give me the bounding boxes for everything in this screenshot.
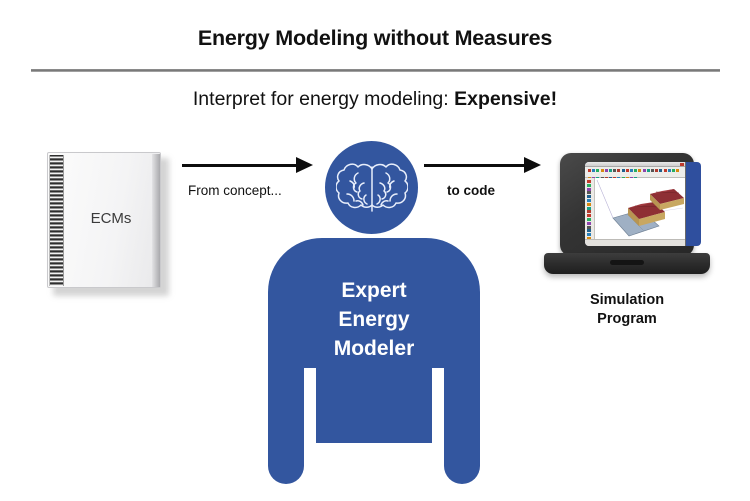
notebook-label: ECMs (90, 210, 132, 227)
subtitle-emphasis: Expensive! (454, 88, 558, 110)
cad-sidebar-icon (587, 206, 591, 210)
subtitle-prefix: Interpret for energy modeling: (192, 88, 455, 110)
cad-toolbar-icon (667, 168, 671, 172)
cad-sidebar-icon (587, 187, 591, 191)
cad-sidebar-icon (587, 202, 591, 206)
cad-toolbar-icon (651, 168, 654, 172)
cad-toolbar-icon (634, 168, 638, 172)
cad-toolbar-icon (625, 168, 629, 172)
cad-toolbar-icon (638, 168, 642, 172)
arrow-shaft (424, 164, 526, 167)
brain-icon (325, 141, 418, 234)
cad-sidebar-icon (587, 183, 591, 187)
laptop-base (544, 253, 710, 274)
cad-toolbar-icon (676, 168, 680, 172)
title-divider (31, 69, 720, 72)
arrow-label-from-concept: From concept... (188, 183, 282, 198)
cad-toolbar-icon (609, 168, 612, 172)
cad-toolbar-icon (630, 168, 633, 172)
close-icon (680, 162, 684, 166)
figure-label-line-2: Energy (338, 308, 410, 331)
figure-arm-left (268, 358, 304, 484)
cad-canvas (595, 178, 685, 240)
cad-toolbar-icon (617, 168, 621, 172)
figure-shoulders (268, 238, 480, 368)
cad-titlebar (585, 162, 685, 167)
cad-application-window (585, 162, 686, 246)
page-title: Energy Modeling without Measures (197, 26, 553, 50)
cad-toolbar-icon (655, 168, 659, 172)
cad-toolbar-icon (663, 168, 667, 172)
cad-toolbar-icon (642, 168, 646, 172)
figure-label: Expert Energy Modeler (268, 276, 480, 363)
cad-sidebar-icon (587, 233, 591, 237)
laptop-caption: Simulation Program (527, 291, 727, 329)
cad-sidebar-icon (587, 210, 591, 214)
cad-sidebar-icon (587, 225, 591, 229)
arrow-head (296, 157, 313, 173)
page-subtitle: Interpret for energy modeling: Expensive… (0, 88, 750, 111)
cad-sidebar-icon (587, 229, 591, 233)
cad-toolbar-icon (600, 168, 604, 172)
cad-sidebar-icon (587, 199, 591, 202)
cad-sidebar-icon (587, 191, 591, 195)
cad-toolbar-icon (621, 168, 625, 172)
cad-toolbar-icon (659, 168, 663, 172)
notebook-cover (47, 152, 161, 288)
cad-3d-model (596, 179, 684, 237)
laptop-lid (560, 153, 701, 256)
arrow-from-concept-icon (182, 156, 314, 176)
laptop-trackpad-notch (610, 260, 644, 265)
arrow-label-to-code: to code (447, 183, 496, 198)
person-figure-icon: Expert Energy Modeler (268, 238, 480, 488)
laptop-caption-line-2: Program (597, 311, 657, 327)
notebook-page-edge (152, 154, 160, 287)
cad-toolbar-icon (588, 168, 591, 172)
cad-sidebar-toolbar (585, 178, 595, 240)
cad-status-bar (585, 239, 685, 246)
cad-toolbar (585, 167, 685, 180)
cad-toolbar-icon (646, 168, 650, 172)
cad-toolbar-icon (604, 168, 608, 172)
laptop-screen (585, 162, 701, 246)
cad-sidebar-icon (587, 221, 591, 225)
cad-toolbar-icon (596, 168, 600, 172)
figure-torso (316, 358, 432, 443)
cad-sidebar-icon (587, 237, 591, 240)
arrow-to-code-icon (424, 156, 542, 176)
cad-sidebar-icon (587, 180, 591, 183)
figure-label-line-1: Expert (341, 279, 407, 302)
arrow-head (524, 157, 541, 173)
notebook-spiral-binding-icon (49, 155, 64, 286)
cad-toolbar-icon (613, 168, 617, 172)
cad-sidebar-icon (587, 195, 591, 199)
spiral-notebook-icon: ECMs (47, 152, 169, 296)
laptop-icon (544, 153, 710, 281)
cad-sidebar-icon (587, 218, 591, 221)
cad-sidebar-icon (587, 214, 591, 218)
cad-toolbar-icon (672, 168, 675, 172)
cad-toolbar-icon (592, 168, 596, 172)
figure-label-line-3: Modeler (333, 337, 415, 360)
brain-outline-icon (336, 163, 408, 212)
laptop-caption-line-1: Simulation (589, 292, 665, 308)
arrow-shaft (182, 164, 298, 167)
figure-arm-right (444, 358, 480, 484)
